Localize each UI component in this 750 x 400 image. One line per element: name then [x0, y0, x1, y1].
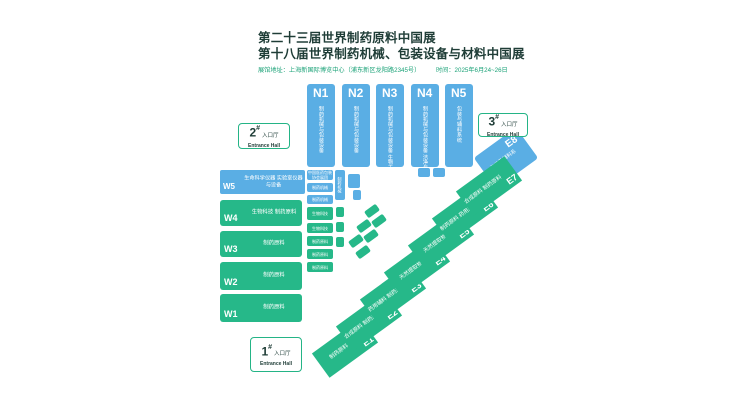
- small-green-box: [336, 237, 344, 247]
- entrance-cn: 入口厅: [262, 132, 279, 139]
- small-blue-box: [433, 168, 445, 177]
- entrance-sup: #: [256, 125, 261, 133]
- entrance-cn: 入口厅: [501, 121, 518, 128]
- small-hall-label: 制药机械: [312, 185, 328, 190]
- small-green-box: [336, 207, 344, 217]
- entrance-hall-1[interactable]: 1#入口厅 Entrance Hall: [250, 337, 302, 372]
- small-green-box: [336, 222, 344, 232]
- hall-n4[interactable]: N4 制药机械与包装设备 洁净与环保: [411, 84, 439, 180]
- hall-label: 制药原料: [263, 240, 285, 247]
- small-hall-label: 制药原料: [312, 251, 328, 257]
- entrance-number: 3: [488, 114, 496, 129]
- hall-w4[interactable]: W4 生物科技 制药原料: [220, 200, 302, 226]
- hall-n1[interactable]: N1 制药机械与包装设备: [307, 84, 335, 167]
- small-hall-label: 制药机械: [312, 197, 328, 202]
- small-green-box: [370, 213, 388, 229]
- hall-code: W2: [224, 277, 238, 287]
- hall-code: E7: [504, 171, 520, 187]
- small-green-box: [347, 233, 365, 249]
- hall-n2[interactable]: N2 制药机械与包装设备: [342, 84, 370, 167]
- hall-label: 生物科技 制药原料: [251, 209, 297, 216]
- hall-label: 制药原料: [263, 272, 285, 279]
- small-hall-blue[interactable]: 制药机械: [307, 195, 333, 204]
- venue-address: 展馆地址：上海新国际博览中心（浦东新区龙阳路2345号）: [258, 67, 421, 74]
- small-hall-green[interactable]: 生物科技: [307, 223, 333, 233]
- hall-label: 包装与辅料系统: [456, 106, 462, 143]
- entrance-en: Entrance Hall: [487, 131, 519, 138]
- small-blue-box: [418, 168, 430, 177]
- small-hall-green[interactable]: 制药原料: [307, 262, 333, 272]
- small-hall-label: 中国医药包装 协会展团: [308, 170, 332, 180]
- small-green-box: [354, 244, 372, 260]
- small-hall-label: 制药机械: [337, 177, 343, 193]
- entrance-hall-3[interactable]: 3#入口厅 Entrance Hall: [478, 113, 528, 138]
- entrance-hall-2[interactable]: 2#入口厅 Entrance Hall: [238, 123, 290, 149]
- page-title-line2: 第十八届世界制药机械、包装设备与材料中国展: [258, 47, 525, 61]
- entrance-sup: #: [268, 343, 273, 351]
- small-hall-label: 制药原料: [312, 264, 328, 270]
- hall-label: 制药机械与包装设备: [318, 106, 324, 153]
- entrance-cn: 入口厅: [274, 351, 291, 358]
- small-blue-box: [348, 174, 360, 188]
- hall-code: N5: [451, 86, 467, 100]
- small-hall-blue[interactable]: 制药机械: [335, 170, 345, 200]
- hall-label: 制药机械与包装设备: [353, 106, 359, 153]
- entrance-sup: #: [495, 114, 500, 122]
- small-hall-green[interactable]: 制药原料: [307, 236, 333, 246]
- hall-label: 制药机械与包装设备 洁净与环保: [422, 106, 428, 181]
- entrance-number: 2: [249, 125, 257, 140]
- hall-code: W1: [224, 309, 238, 319]
- small-hall-blue[interactable]: 中国医药包装 协会展团: [307, 170, 333, 180]
- hall-label: 生命科学仪器 实验室仪器与设备: [244, 175, 303, 189]
- hall-code: W3: [224, 244, 238, 254]
- venue-info: 展馆地址：上海新国际博览中心（浦东新区龙阳路2345号） 时间：2025年6月2…: [258, 65, 522, 74]
- entrance-en: Entrance Hall: [260, 361, 292, 368]
- hall-w2[interactable]: W2 制药原料: [220, 262, 302, 290]
- venue-time: 时间：2025年6月24~26日: [436, 67, 508, 74]
- hall-code: N3: [382, 86, 398, 100]
- hall-w1[interactable]: W1 制药原料: [220, 294, 302, 322]
- hall-w3[interactable]: W3 制药原料: [220, 231, 302, 257]
- hall-n5[interactable]: N5 包装与辅料系统: [445, 84, 473, 167]
- page-title-line1: 第二十三届世界制药原料中国展: [258, 31, 436, 45]
- small-hall-green[interactable]: 生物科技: [307, 207, 333, 220]
- small-blue-box: [353, 190, 361, 200]
- hall-label: 合成原料 制药原料: [463, 174, 504, 206]
- hall-n3[interactable]: N3 制药机械与包装设备 生物工艺: [376, 84, 404, 175]
- small-hall-blue[interactable]: 制药机械: [307, 183, 333, 192]
- hall-label: 制药原料: [263, 304, 285, 311]
- small-green-box: [362, 228, 380, 244]
- small-hall-green[interactable]: 制药原料: [307, 249, 333, 259]
- hall-code: N2: [348, 86, 364, 100]
- small-hall-label: 生物科技: [312, 225, 328, 231]
- hall-w5[interactable]: W5 生命科学仪器 实验室仪器与设备: [220, 170, 305, 194]
- small-hall-label: 生物科技: [312, 211, 328, 216]
- hall-code: N4: [417, 86, 433, 100]
- hall-code: W4: [224, 213, 238, 223]
- hall-code: N1: [313, 86, 329, 100]
- entrance-number: 1: [261, 344, 269, 359]
- hall-label: 制药机械与包装设备 生物工艺: [387, 106, 393, 176]
- small-hall-label: 制药原料: [312, 238, 328, 244]
- entrance-en: Entrance Hall: [248, 142, 280, 149]
- hall-code: W5: [223, 182, 235, 191]
